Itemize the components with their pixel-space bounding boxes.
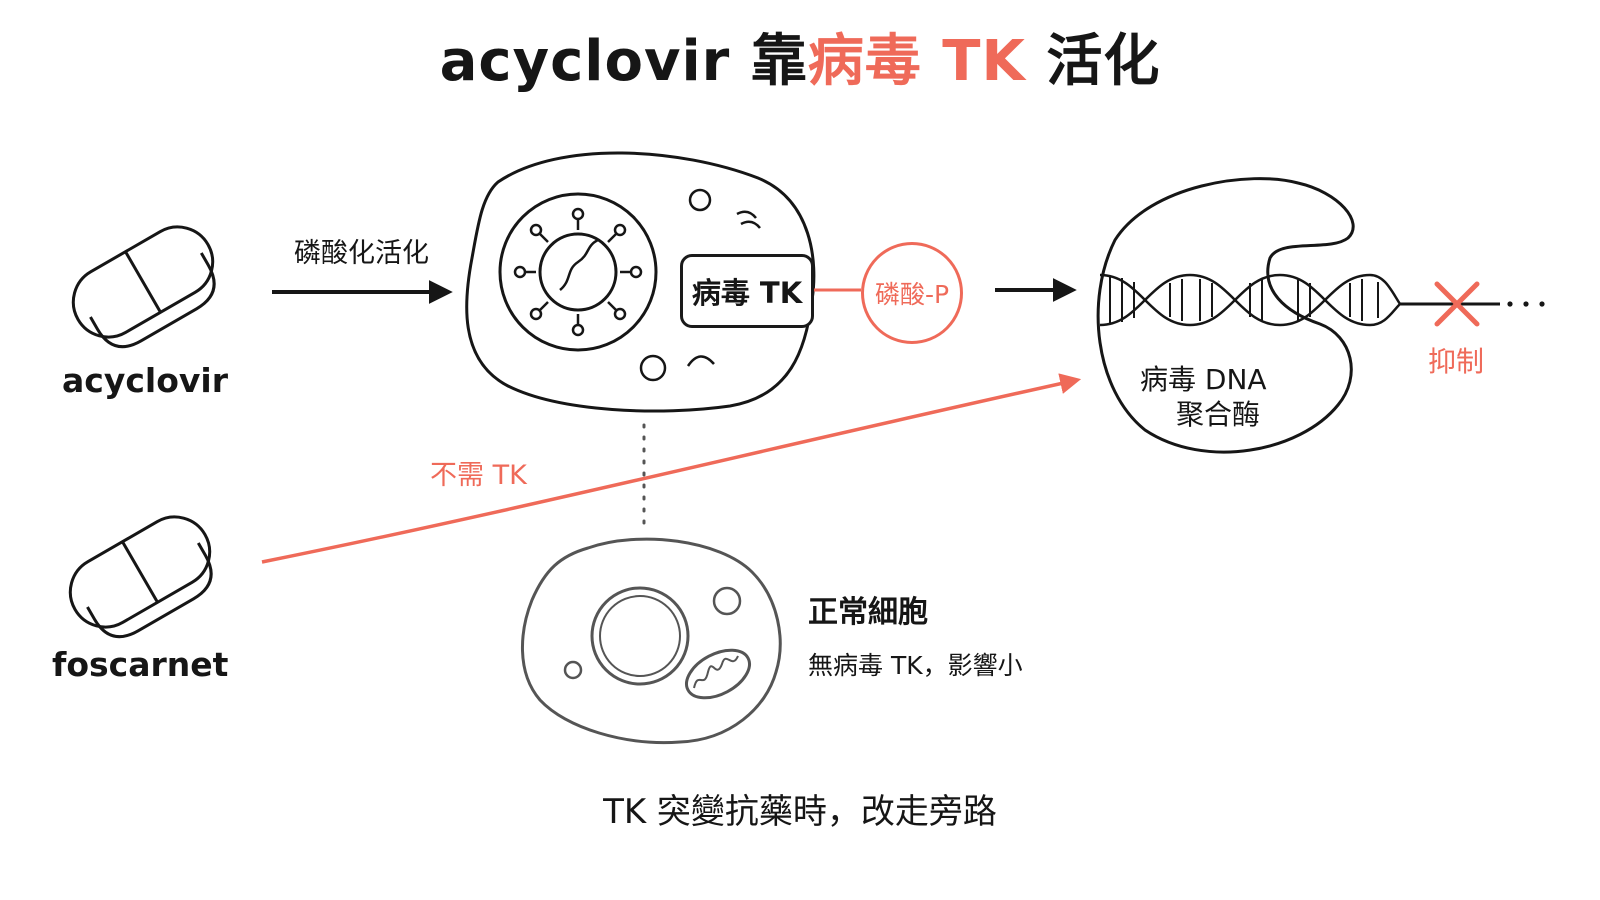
normal-nucleus-inner [599, 595, 681, 677]
viral-tk-label: 病毒 TK [691, 276, 803, 310]
normal-cell-outline [520, 537, 782, 745]
normal-vesicle-icon [712, 586, 742, 616]
activation-label: 磷酸化活化 [294, 238, 429, 269]
dna-helix-icon [1099, 273, 1402, 327]
normal-vesicle-icon [563, 660, 583, 680]
normal-cell-title: 正常細胞 [808, 595, 928, 630]
phosphate-circle: 磷酸-P [861, 242, 963, 344]
drug-label-acyclovir: acyclovir [62, 361, 228, 400]
mitochondrion-icon [685, 648, 751, 700]
drug-label-foscarnet: foscarnet [52, 645, 229, 684]
polymerase-enzyme-shape [1096, 177, 1355, 454]
footer-note: TK 突變抗藥時，改走旁路 [603, 792, 997, 832]
virus-icon [513, 207, 643, 337]
phosphate-label: 磷酸-P [874, 280, 950, 309]
organelle-icon [686, 355, 715, 367]
polymerase-label-line2: 聚合酶 [1176, 398, 1261, 431]
nucleus-circle [498, 192, 658, 352]
title-suffix: 活化 [1025, 29, 1161, 94]
bypass-arrow [261, 373, 1082, 564]
vesicle-icon [688, 188, 712, 212]
organelle-icon [736, 210, 761, 229]
normal-nucleus-outer [590, 586, 690, 686]
no-tk-label: 不需 TK [430, 460, 527, 491]
page-title: acyclovir 靠病毒 TK 活化 [0, 34, 1600, 90]
title-accent: 病毒 TK [807, 29, 1026, 94]
polymerase-label-line1: 病毒 DNA [1140, 363, 1267, 396]
foscarnet-pill-icon [68, 515, 213, 639]
inhibit-x-icon [1434, 281, 1480, 327]
normal-cell-note: 無病毒 TK，影響小 [808, 651, 1023, 680]
vesicle-icon [639, 354, 667, 382]
viral-tk-box: 病毒 TK [680, 254, 814, 328]
title-prefix: acyclovir 靠 [439, 29, 808, 94]
acyclovir-pill-icon [71, 225, 216, 349]
inhibit-label: 抑制 [1428, 345, 1485, 378]
dna-tail-dots [1507, 301, 1545, 307]
